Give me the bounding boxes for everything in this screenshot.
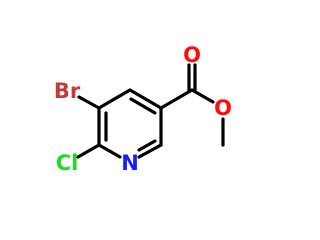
bond-c5-c4 bbox=[97, 88, 132, 110]
bond-c4-c3 bbox=[128, 88, 163, 110]
atom-nitrogen: N bbox=[121, 151, 139, 175]
bond-c5-br bbox=[77, 95, 101, 110]
atom-carbonyl-oxygen: O bbox=[183, 43, 201, 67]
bond-c2-n1 bbox=[137, 143, 163, 159]
atom-bromine: Br bbox=[54, 79, 81, 103]
bond-c4-c3-inner bbox=[129, 97, 157, 115]
bond-n1-c6 bbox=[97, 143, 122, 159]
bond-carbonyl-ester-o bbox=[190, 88, 215, 104]
bond-c3-carbonyl bbox=[159, 88, 194, 110]
bond-c2-n1-inner bbox=[137, 139, 157, 152]
molecule-structure: Br Cl N O O bbox=[54, 43, 232, 175]
atom-chlorine: Cl bbox=[56, 151, 79, 175]
bond-c6-cl bbox=[76, 143, 101, 159]
atom-ester-oxygen: O bbox=[214, 96, 232, 120]
